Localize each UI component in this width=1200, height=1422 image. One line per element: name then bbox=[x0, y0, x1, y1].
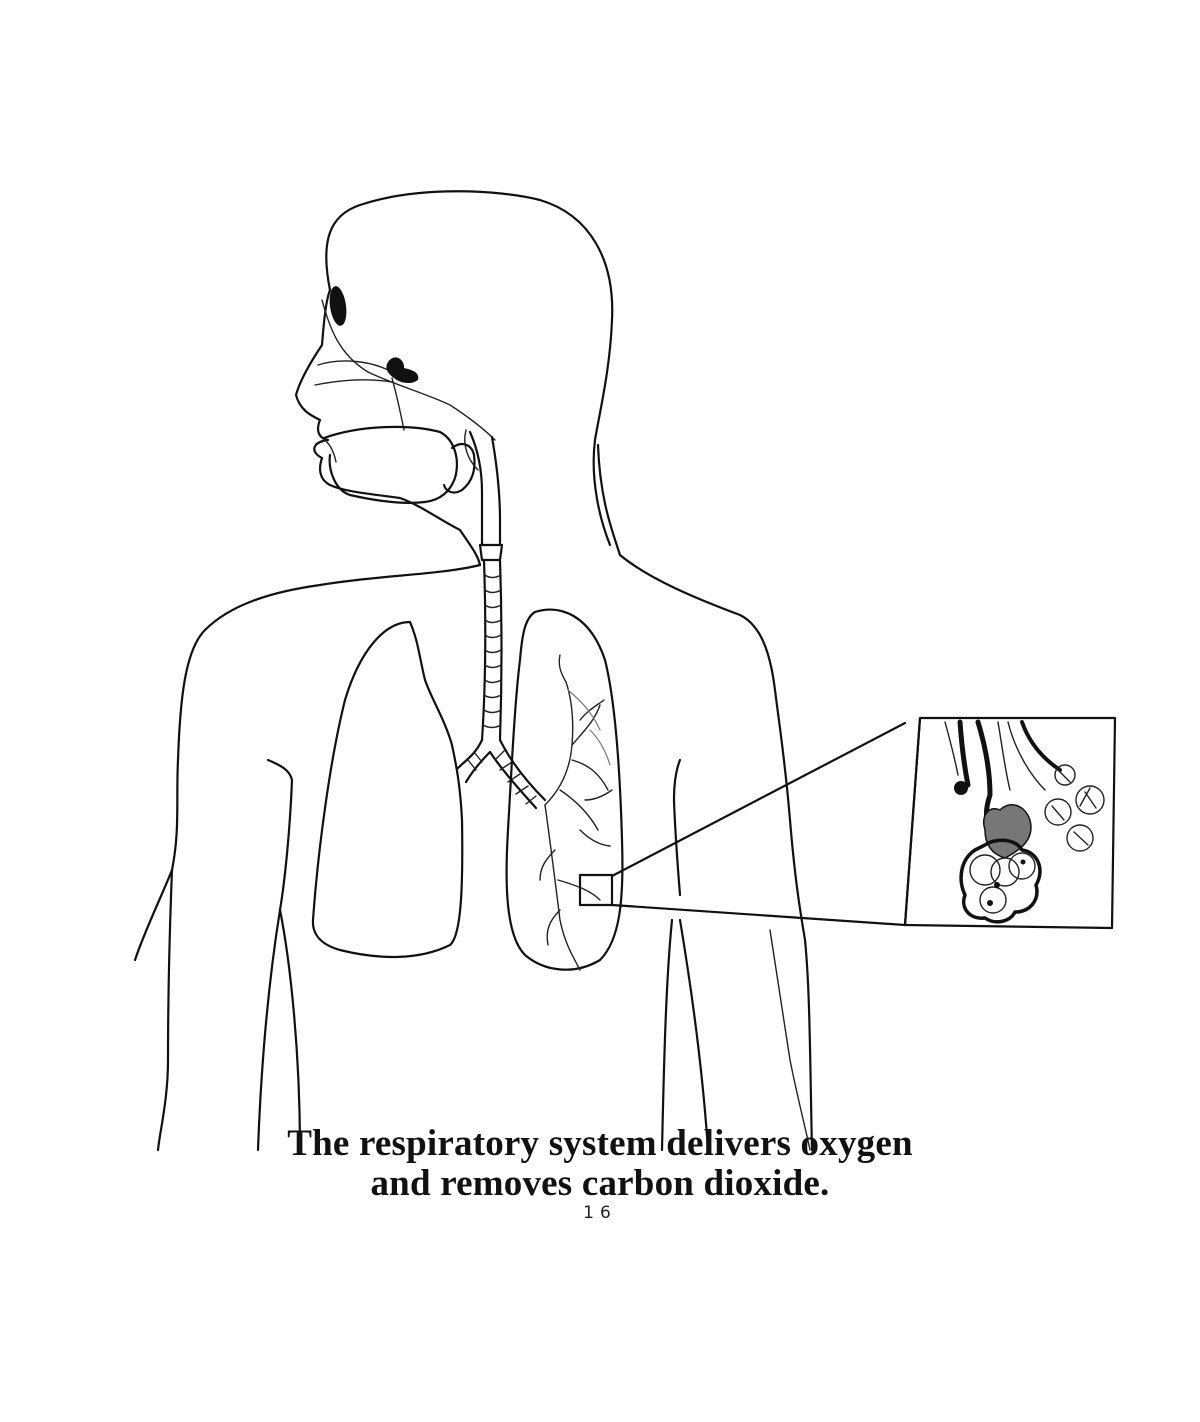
larynx bbox=[442, 429, 504, 562]
caption-line-1: The respiratory system delivers oxygen bbox=[287, 1123, 913, 1164]
right-lung bbox=[505, 608, 624, 971]
left-lung bbox=[311, 620, 464, 959]
mouth-cavity bbox=[321, 425, 458, 505]
zoom-ray-bottom bbox=[610, 903, 907, 927]
page-number: 16 bbox=[583, 1203, 617, 1223]
torso-outline bbox=[133, 553, 814, 1152]
alveoli-inset bbox=[903, 716, 1117, 930]
caption-line-2: and removes carbon dioxide. bbox=[370, 1163, 830, 1204]
nasal-cavity bbox=[314, 286, 496, 441]
nasal-turbinate-icon bbox=[386, 357, 419, 384]
respiratory-diagram bbox=[133, 190, 1117, 1152]
trachea bbox=[456, 558, 547, 810]
head-outline bbox=[294, 190, 622, 567]
magnify-region-box bbox=[578, 873, 614, 907]
bronchial-tree bbox=[539, 654, 613, 971]
eye-icon bbox=[329, 286, 347, 326]
zoom-ray-top bbox=[610, 721, 907, 878]
